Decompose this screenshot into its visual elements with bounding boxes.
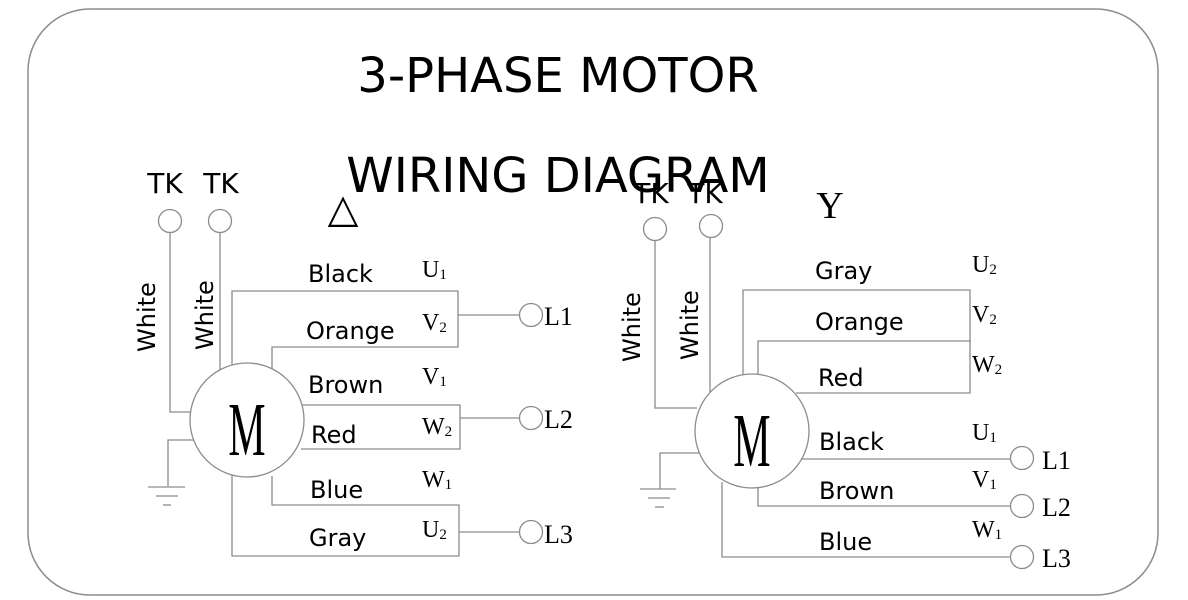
delta-l1-label: L1 [544, 302, 573, 331]
svg-text:U2: U2 [972, 252, 997, 278]
wye-symbol-icon: Y [816, 185, 843, 227]
delta-tk-label-1: TK [146, 167, 183, 200]
delta-tk-wire-1 [169, 232, 190, 413]
wye-l3-label: L3 [1042, 544, 1071, 573]
wye-terminal-code: W1 [972, 517, 1002, 543]
wye-tk-terminal-2 [698, 213, 724, 239]
delta-wire-label: Gray [309, 524, 366, 552]
wye-tk-label-2: TK [686, 177, 723, 210]
wye-tk-wire-label-1: White [618, 292, 646, 362]
wye-motor-label: M [733, 399, 770, 483]
svg-text:U2: U2 [422, 517, 447, 543]
wye-l3-wire [721, 482, 1011, 558]
delta-terminal-code: U1 [422, 257, 447, 283]
wye-l2-label: L2 [1042, 493, 1071, 522]
delta-l2-label: L2 [544, 405, 573, 434]
delta-tk-label-2: TK [202, 167, 239, 200]
delta-wire-label: Brown [308, 371, 383, 399]
delta-wire-box-3 [231, 475, 460, 557]
wye-terminal-code: W2 [972, 352, 1002, 378]
svg-text:V2: V2 [972, 302, 997, 328]
wye-wire-label: Gray [815, 257, 872, 285]
wye-tk-label-1: TK [632, 177, 669, 210]
diagram-frame [27, 8, 1159, 596]
wye-l3-terminal [1009, 544, 1035, 570]
wye-connection-diagram: Y TK TK White White L1 L2 L3 Gray Orange [618, 177, 1071, 573]
delta-terminal-code: W1 [422, 467, 452, 493]
delta-wire-label: Orange [306, 317, 395, 345]
delta-l1-terminal [518, 302, 544, 328]
delta-tk-wire-label-2: White [191, 280, 219, 350]
delta-ground-icon [148, 486, 185, 506]
delta-l3-label: L3 [544, 520, 573, 549]
delta-wire-label: Red [311, 421, 357, 449]
svg-text:U1: U1 [972, 420, 997, 446]
delta-wire-box-1 [231, 290, 459, 380]
delta-wire-label: Blue [310, 476, 363, 504]
svg-text:V1: V1 [972, 467, 997, 493]
wye-l1-terminal [1009, 445, 1035, 471]
svg-text:W2: W2 [422, 414, 452, 440]
wye-ground-icon [640, 488, 676, 508]
wye-wire-label: Red [818, 364, 864, 392]
delta-tk-wire-label-1: White [133, 282, 161, 352]
delta-wire-label: Black [308, 260, 373, 288]
delta-terminal-code: V1 [422, 364, 447, 390]
wye-wire-label: Orange [815, 308, 904, 336]
wye-terminal-code: U1 [972, 420, 997, 446]
delta-terminal-code: V2 [422, 310, 447, 336]
delta-l2-terminal [518, 405, 544, 431]
wye-wire-label: Brown [819, 477, 894, 505]
delta-l3-terminal [518, 519, 544, 545]
delta-tk-terminal-2 [207, 208, 233, 234]
delta-symbol-icon: △ [328, 186, 359, 232]
wye-l2-wire [757, 484, 1011, 507]
wye-l1-label: L1 [1042, 446, 1071, 475]
delta-terminal-code: W2 [422, 414, 452, 440]
wye-l2-terminal [1009, 493, 1035, 519]
delta-wire-box-2 [301, 404, 461, 450]
svg-text:U1: U1 [422, 257, 447, 283]
wye-motor-icon [694, 373, 810, 489]
svg-text:V1: V1 [422, 364, 447, 390]
wye-star-mid-wire [757, 340, 971, 383]
wye-tk-terminal-1 [642, 216, 668, 242]
wye-terminal-code: V2 [972, 302, 997, 328]
wye-tk-wire-label-2: White [676, 290, 704, 360]
delta-ground-wire [167, 439, 194, 486]
wye-terminal-code: U2 [972, 252, 997, 278]
wye-ground-wire [659, 452, 700, 489]
delta-tk-terminal-1 [157, 208, 183, 234]
delta-motor-icon [189, 362, 305, 478]
svg-text:W2: W2 [972, 352, 1002, 378]
wye-star-box [742, 289, 971, 394]
svg-text:V2: V2 [422, 310, 447, 336]
wye-tk-wire-1 [654, 241, 697, 409]
title-line-1: 3-PHASE MOTOR [357, 48, 758, 104]
delta-terminal-code: U2 [422, 517, 447, 543]
svg-text:W1: W1 [972, 517, 1002, 543]
title-line-2: WIRING DIAGRAM [346, 148, 769, 204]
wye-wire-label: Black [819, 428, 884, 456]
wye-wire-label: Blue [819, 528, 872, 556]
delta-motor-label: M [228, 388, 265, 472]
svg-text:W1: W1 [422, 467, 452, 493]
delta-connection-diagram: △ TK TK White White L1 L2 L3 Black [133, 167, 573, 557]
wye-terminal-code: V1 [972, 467, 997, 493]
